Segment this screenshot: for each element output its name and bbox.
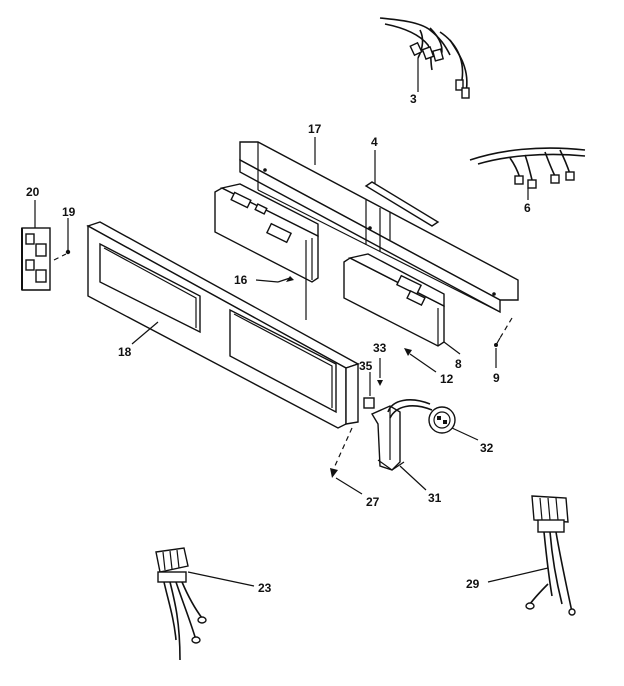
label-32: 32 [480,441,494,455]
left-control-board: 16 [214,183,319,320]
part-17-bracket: 17 [239,122,519,314]
part-9-screw: 9 [493,317,513,385]
part-19-screw: 19 [53,205,76,261]
label-19: 19 [62,205,76,219]
label-4: 4 [371,135,378,149]
label-33: 33 [373,341,387,355]
part-6-wire-harness: 6 [469,147,586,215]
label-3: 3 [410,92,417,106]
part-33-screw: 33 [373,341,387,386]
label-29: 29 [466,577,480,591]
label-35: 35 [359,359,373,373]
part-32-sensor: 32 [387,399,494,455]
part-31-bracket: 31 [370,405,442,505]
part-3-wire-harness: 3 [379,17,470,106]
part-12-clip: 12 [404,348,454,386]
label-20: 20 [26,185,40,199]
label-23: 23 [258,581,272,595]
label-12: 12 [440,372,454,386]
part-20-bracket: 20 [21,185,51,291]
label-17: 17 [308,122,322,136]
part-35-clip: 35 [359,359,375,409]
part-27-screw: 27 [330,427,380,509]
part-4-trim-strip: 4 [364,135,440,227]
part-8-control-board: 8 [343,253,462,371]
label-18: 18 [118,345,132,359]
label-16: 16 [234,273,248,287]
part-29-connector: 29 [466,495,576,616]
label-31: 31 [428,491,442,505]
part-18-front-panel: 18 [86,221,360,429]
label-6: 6 [524,201,531,215]
part-23-connector: 23 [155,547,272,661]
label-27: 27 [366,495,380,509]
label-9: 9 [493,371,500,385]
label-8: 8 [455,357,462,371]
